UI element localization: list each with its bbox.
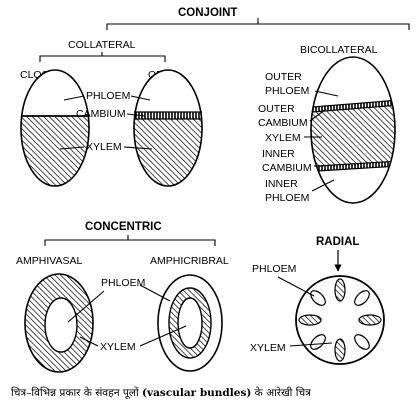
cambium-leader xyxy=(126,113,146,117)
bicollateral-xylem-label: XYLEM xyxy=(265,132,301,144)
concentric-label: CONCENTRIC xyxy=(85,221,162,233)
closed-bundle xyxy=(20,69,90,187)
outer-cambium-line1: OUTER xyxy=(258,103,295,115)
collateral-phloem-label: PHLOEM xyxy=(86,90,130,102)
outer-phloem-leader xyxy=(314,90,339,97)
conjoint-bracket xyxy=(106,18,410,30)
bicollateral-label: BICOLLATERAL xyxy=(300,44,378,56)
radial-phloem-label: PHLOEM xyxy=(252,263,296,275)
radial-xylem-leader xyxy=(289,342,333,347)
concentric-phloem-label: PHLOEM xyxy=(101,277,145,289)
collateral-label: COLLATERAL xyxy=(68,39,136,51)
amphivasal-bundle xyxy=(24,273,94,373)
collateral-bracket xyxy=(39,52,166,62)
xylem-leader-left xyxy=(59,146,85,150)
concentric-phloem-leader-left xyxy=(67,290,105,323)
radial-xylem-label: XYLEM xyxy=(250,342,286,354)
caption-suffix: के आरेखी चित्र xyxy=(251,386,311,399)
inner-phloem-line2: PHLOEM xyxy=(265,192,309,204)
phloem-leader-right xyxy=(130,95,151,101)
amphicribral-bundle xyxy=(157,274,223,372)
outer-cambium-line2: CAMBIUM xyxy=(258,117,308,129)
inner-cambium-line2: CAMBIUM xyxy=(262,162,312,174)
concentric-bracket xyxy=(44,235,216,246)
concentric-xylem-label: XYLEM xyxy=(100,341,136,353)
open-bundle xyxy=(133,69,203,187)
caption: चित्र–विभिन्न प्रकार के संवहन पूलों (vas… xyxy=(11,386,311,399)
inner-cambium-line1: INNER xyxy=(262,148,295,160)
amphivasal-label: AMPHIVASAL xyxy=(16,255,82,267)
phloem-leader-left xyxy=(63,95,85,101)
amphicribral-label: AMPHICRIBRAL xyxy=(150,255,229,267)
outer-cambium-leader xyxy=(309,108,327,122)
collateral-xylem-label: XYLEM xyxy=(86,141,122,153)
concentric-xylem-leader-left xyxy=(79,336,99,347)
caption-term: (vascular bundles) xyxy=(142,387,251,399)
outer-phloem-line1: OUTER xyxy=(265,71,302,83)
cambium-label: CAMBIUM xyxy=(76,108,126,120)
inner-phloem-line1: INNER xyxy=(265,178,298,190)
concentric-xylem-leader-right xyxy=(139,325,187,347)
bicollateral-bundle xyxy=(310,56,396,204)
inner-phloem-leader xyxy=(311,179,335,192)
concentric-phloem-leader-right xyxy=(139,284,171,302)
radial-phloem-leader xyxy=(277,276,315,297)
conjoint-label: CONJOINT xyxy=(178,7,237,19)
outer-phloem-line2: PHLOEM xyxy=(265,85,309,97)
xylem-leader-right xyxy=(123,146,153,150)
radial-label: RADIAL xyxy=(316,236,359,248)
caption-prefix: चित्र–विभिन्न प्रकार के संवहन पूलों xyxy=(11,386,142,399)
radial-bundle xyxy=(295,275,385,365)
